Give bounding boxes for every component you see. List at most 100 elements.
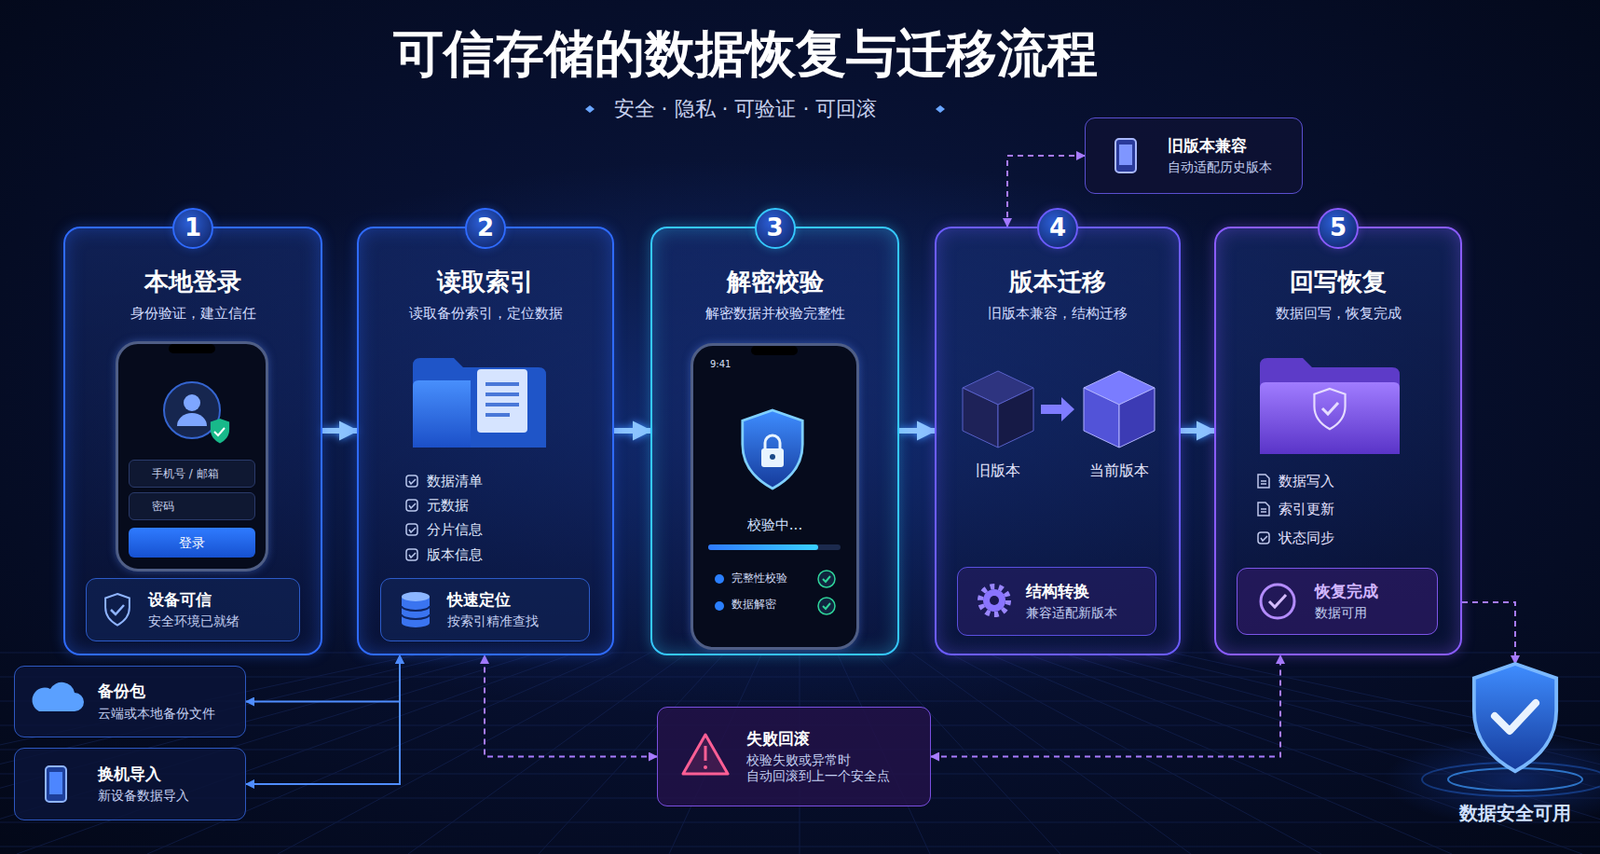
node-text: 按索引精准查找: [447, 613, 580, 630]
verify-phone-art-part: [822, 602, 831, 609]
database-icon-part: [401, 596, 430, 623]
verify-phone-art-part: [818, 597, 835, 615]
restore-folder-art-part: [1322, 402, 1339, 414]
box-node: 旧版本兼容自动适配历史版本: [1084, 117, 1303, 194]
card-node: 5回写恢复数据回写，恢复完成恢复完成数据可用: [1214, 226, 1463, 656]
checklist-icons: [406, 475, 418, 561]
box-node: 结构转换兼容适配新版本: [957, 566, 1157, 636]
floor-grid-part: [1135, 652, 1600, 854]
gear-icon: [980, 586, 1009, 615]
login-phone-art-part: [134, 505, 144, 512]
verify-phone-art-part: [714, 601, 725, 611]
index-folder-art-part: [485, 412, 510, 417]
node-heading: 2: [464, 207, 506, 249]
verify-phone-art-part: [742, 410, 803, 489]
secure-shield-part: [1474, 663, 1557, 771]
verify-phone-art-part: [769, 453, 776, 460]
title-ornament-part: [479, 108, 583, 110]
floor-grid-part: [1097, 652, 1600, 854]
node-heading: 备份包: [97, 681, 236, 700]
database-icon-part: [401, 617, 430, 628]
version-cubes-part: [1083, 387, 1120, 448]
login-phone-art-part: [136, 499, 142, 506]
connector: [484, 655, 657, 757]
flow-arrow: [322, 427, 357, 434]
node-text: 解密数据并校验完整性: [705, 304, 846, 322]
phone-import-icon-part: [49, 771, 63, 794]
node-text: 数据可用: [1314, 604, 1428, 621]
secure-shield-part: [1494, 702, 1536, 731]
node-heading: 5: [1317, 207, 1359, 249]
item-label: 数据写入: [1278, 472, 1335, 490]
phone-import-icon-part: [45, 765, 67, 802]
login-phone-art-part: [134, 474, 144, 479]
floor-grid-part: [0, 652, 502, 854]
label-wrap: 索引更新: [1278, 500, 1335, 518]
flow-arrow: [614, 427, 651, 434]
node-heading: 3: [754, 207, 796, 249]
verify-phone-art-part: [714, 574, 725, 584]
floor-grid: [0, 652, 1600, 854]
box-node: 换机导入新设备数据导入: [13, 747, 247, 821]
trust-shield-icon: [105, 593, 130, 626]
floor-grid-part: [1172, 652, 1600, 854]
checklist-icons-part: [406, 475, 418, 487]
checklist-icons-part: [409, 503, 416, 508]
checklist-icons-part: [409, 478, 416, 484]
verify-phone-art-part: [822, 575, 831, 582]
warning-icon-part: [703, 765, 708, 769]
floor-grid-part: [408, 652, 688, 854]
node-text: 安全环境已就绪: [148, 613, 290, 630]
verify-phone-art-part: [708, 544, 841, 550]
restore-list-icons-part: [1258, 502, 1270, 516]
version-cubes-part: [1119, 387, 1155, 448]
node-text: 本地登录: [144, 267, 242, 297]
floor-grid-part: [911, 652, 1191, 854]
cloud-icon: [32, 682, 84, 712]
floor-grid-part: [985, 652, 1452, 854]
index-folder-art-part: [485, 402, 520, 407]
label-wrap: 旧版本: [975, 461, 1021, 479]
checklist-icons-part: [406, 523, 418, 535]
connector: [246, 655, 400, 784]
verify-phone-art-part: [765, 435, 780, 450]
index-folder-art-part: [485, 392, 520, 397]
verify-phone-art-part: [818, 570, 835, 588]
floor-grid-part: [1023, 652, 1583, 854]
label-wrap: 分片信息: [426, 520, 483, 538]
item-label: 当前版本: [1089, 461, 1149, 479]
node-text: 完整性校验: [731, 571, 788, 585]
node-text: 身份验证，建立信任: [130, 304, 257, 322]
version-cubes-part: [998, 387, 1034, 448]
checklist-icons-part: [406, 499, 418, 511]
node-text: 登录: [128, 527, 256, 558]
card-node: 4版本迁移旧版本兼容，结构迁移结构转换兼容适配新版本: [934, 226, 1181, 656]
node-text: 自动适配历史版本: [1167, 159, 1293, 176]
node-heading: 4: [1037, 207, 1079, 249]
connector: [246, 655, 400, 702]
floor-grid-part: [0, 652, 465, 854]
warning-icon-part: [704, 745, 708, 761]
node-text: 密码: [128, 492, 256, 520]
restore-list-icons-part: [1260, 535, 1268, 541]
secure-shield: [1422, 663, 1600, 796]
connector: [1462, 601, 1516, 664]
label-wrap: 安全 · 隐私 · 可验证 · 可回滚: [614, 96, 878, 122]
title: 可信存储的数据恢复与迁移流程: [393, 24, 1098, 85]
restore-list-icons-part: [1258, 474, 1270, 488]
login-phone-art-part: [183, 394, 201, 411]
node-heading: 换机导入: [97, 764, 236, 783]
login-phone-art-part: [168, 343, 216, 354]
box-node: 失败回滚校验失败或异常时 自动回滚到上一个安全点: [656, 706, 931, 807]
index-folder-art-part: [477, 369, 528, 433]
title-ornament-part: [945, 108, 1049, 110]
floor-grid-part: [948, 652, 1322, 854]
warning-icon-part: [683, 734, 728, 774]
database-icon-part: [401, 605, 430, 619]
node-text: 云端或本地备份文件: [97, 705, 236, 722]
restore-folder-art-part: [1313, 388, 1345, 429]
database-icon: [401, 591, 430, 628]
item-label: 索引更新: [1278, 500, 1335, 518]
node-text: 回写恢复: [1289, 267, 1387, 297]
checklist-icons-part: [406, 548, 418, 561]
